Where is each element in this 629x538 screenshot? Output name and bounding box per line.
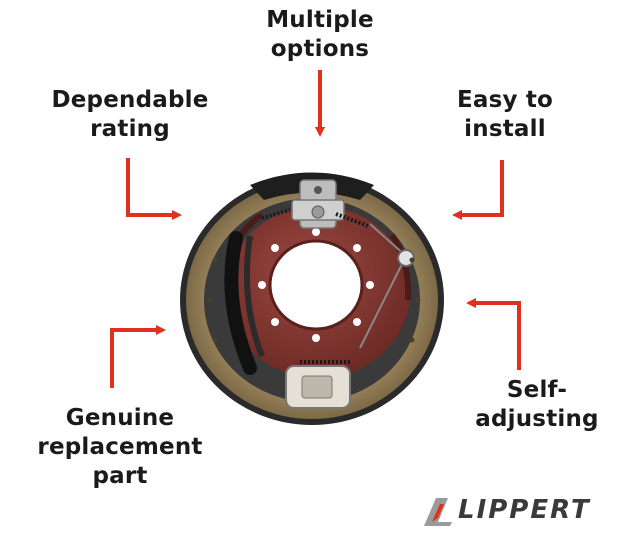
- label-line: Genuine: [65, 405, 175, 431]
- label-line: rating: [90, 116, 170, 142]
- label-line: options: [270, 36, 370, 62]
- callout-arrow-icon: [126, 158, 182, 220]
- label-line: Dependable: [51, 87, 209, 113]
- lippert-logo-text: LIPPERT: [458, 495, 591, 525]
- label-line: part: [92, 463, 148, 489]
- callout-arrow-icon: [110, 325, 166, 388]
- label-multiple-options: Multiple options: [215, 6, 425, 64]
- label-line: install: [464, 116, 546, 142]
- brake-assembly-image: [180, 172, 444, 425]
- label-line: Multiple: [266, 7, 374, 33]
- lippert-logo-icon: [424, 498, 452, 526]
- label-line: Easy to: [456, 87, 554, 113]
- lippert-logo: LIPPERT: [418, 492, 618, 532]
- callout-arrow-icon: [452, 160, 504, 220]
- label-line: Self-: [506, 377, 568, 403]
- callout-arrow-icon: [466, 298, 521, 370]
- label-easy-to-install: Easy to install: [425, 86, 585, 144]
- label-line: adjusting: [475, 406, 599, 432]
- label-dependable-rating: Dependable rating: [30, 86, 230, 144]
- label-line: replacement: [37, 434, 203, 460]
- label-genuine-replacement-part: Genuine replacement part: [20, 404, 220, 491]
- label-self-adjusting: Self- adjusting: [462, 376, 612, 434]
